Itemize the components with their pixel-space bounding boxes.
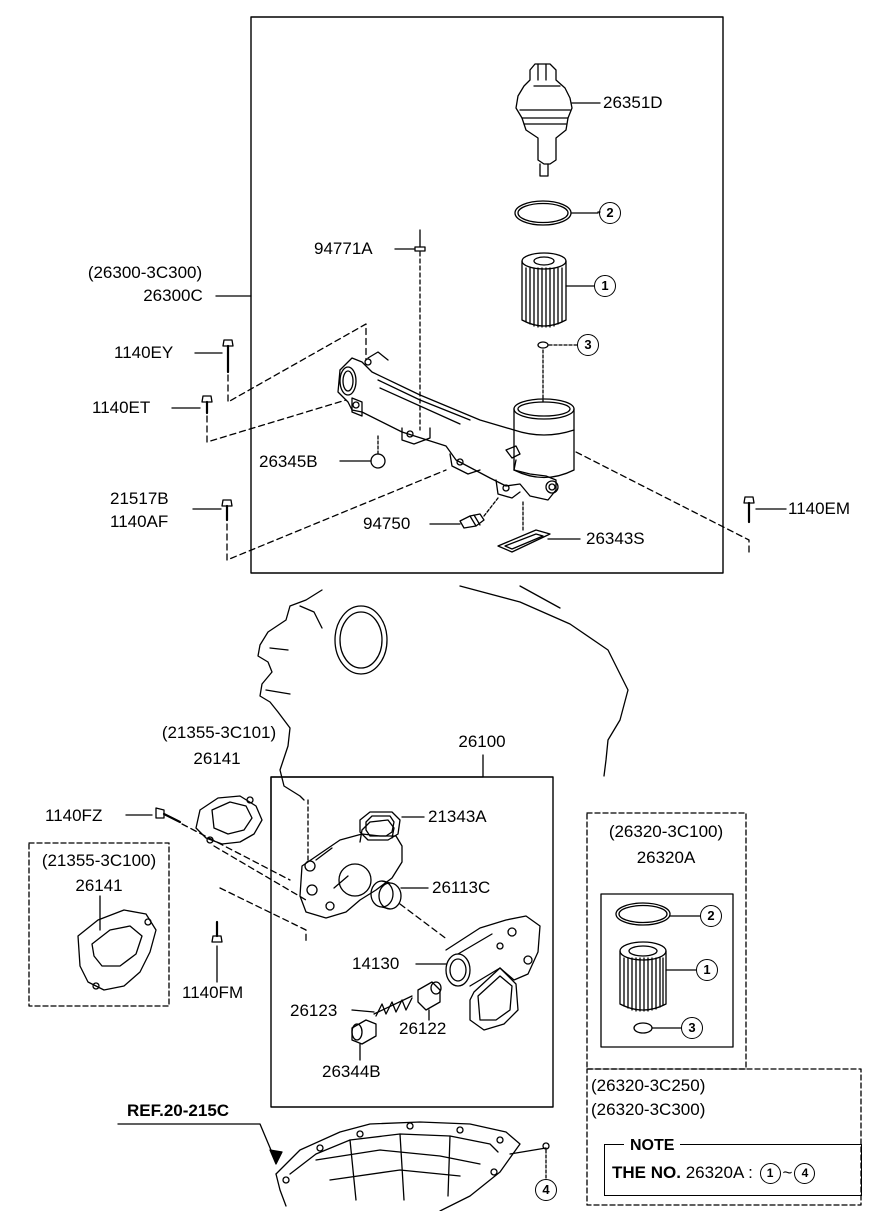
callout-3-upper: 3 — [577, 334, 599, 356]
gasket-26343S-part — [497, 529, 551, 553]
label-94771A: 94771A — [314, 239, 373, 258]
label-1140EY: 1140EY — [114, 343, 174, 362]
label-26351D: 26351D — [603, 93, 663, 112]
label-21517B: 21517B — [110, 489, 169, 508]
bolt-1140AF — [221, 499, 233, 522]
note-part: 26320A : — [685, 1163, 753, 1182]
note-prefix: THE NO. — [612, 1163, 681, 1182]
label-26345B: 26345B — [259, 452, 318, 471]
label-26320A: 26320A — [636, 848, 696, 867]
label-26141-a: 26141 — [193, 749, 241, 768]
filter-cap-part — [515, 63, 573, 177]
ring-26113C-part — [370, 880, 402, 910]
label-26320-3C250: (26320-3C250) — [591, 1076, 706, 1095]
callout-1-kit: 1 — [696, 959, 718, 981]
bolt-1140FM — [211, 920, 223, 943]
cover-variant-frame — [28, 842, 170, 1007]
timing-cover-part-a — [195, 795, 263, 845]
label-26100: 26100 — [458, 732, 506, 751]
note-callout-from: 1 — [759, 1163, 781, 1185]
label-26300-3C300: (26300-3C300) — [87, 263, 203, 282]
callout-4-pan: 4 — [535, 1179, 557, 1201]
bolt-1140EY — [222, 339, 234, 374]
callout-1-upper: 1 — [594, 275, 616, 297]
filter-kit-small-ring — [633, 1022, 653, 1034]
label-26320-3C100: (26320-3C100) — [608, 822, 724, 841]
seal-21343A-part — [359, 811, 401, 841]
spring-26123-part — [373, 995, 413, 1017]
oil-pan-part — [275, 1121, 521, 1211]
label-26122: 26122 — [399, 1019, 447, 1038]
note-box — [604, 1144, 862, 1196]
label-26113C: 26113C — [432, 878, 491, 897]
oil-strainer-14130-part — [445, 915, 541, 1031]
note-tilde: ~ — [782, 1163, 793, 1182]
label-94750: 94750 — [363, 514, 411, 533]
pin-94771A-part — [414, 229, 426, 252]
label-26123: 26123 — [290, 1001, 338, 1020]
callout-3-kit: 3 — [681, 1017, 703, 1039]
label-1140ET: 1140ET — [92, 398, 151, 417]
label-26320-3C300: (26320-3C300) — [591, 1100, 706, 1119]
o-ring-part — [514, 200, 572, 226]
label-26100-bracket — [270, 754, 484, 841]
label-21355-3C101: (21355-3C101) — [161, 723, 277, 742]
note-text: THE NO. 26320A : 1~4 — [612, 1163, 817, 1185]
bolt-1140EM — [743, 496, 755, 524]
label-26344B: 26344B — [322, 1062, 381, 1081]
label-1140AF: 1140AF — [110, 512, 169, 531]
label-ref-20-215C: REF.20-215C — [127, 1101, 230, 1120]
callout-2-kit: 2 — [700, 905, 722, 927]
oil-pump-housing-part — [299, 819, 403, 919]
label-26343S: 26343S — [586, 529, 645, 548]
filter-kit-dashed-frame — [586, 812, 747, 1070]
label-26300C: 26300C — [143, 286, 203, 305]
sleeve-26122-part — [417, 981, 442, 1011]
filter-kit-element — [619, 941, 667, 1012]
filter-element-part — [521, 252, 567, 328]
bolt-1140FZ — [155, 807, 182, 824]
oil-pump-frame — [270, 776, 554, 1108]
oil-pressure-sensor-part — [459, 513, 485, 529]
label-14130: 14130 — [352, 954, 400, 973]
label-21355-3C100: (21355-3C100) — [41, 851, 157, 870]
label-1140EM: 1140EM — [788, 499, 851, 518]
label-1140FZ: 1140FZ — [45, 806, 103, 825]
label-26141-b: 26141 — [75, 876, 123, 895]
oil-filter-housing-part — [337, 351, 575, 501]
note-title: NOTE — [624, 1137, 681, 1155]
label-21343A: 21343A — [428, 807, 487, 826]
note-callout-to: 4 — [794, 1163, 816, 1185]
plug-26344B-part — [351, 1019, 377, 1045]
upper-assembly-frame — [250, 16, 724, 574]
engine-block-outline — [257, 585, 629, 801]
bolt-1140ET — [201, 395, 213, 415]
filter-kit-inner-frame — [600, 893, 734, 1048]
label-1140FM: 1140FM — [182, 983, 244, 1002]
filter-kit-oring — [615, 902, 671, 926]
timing-cover-part-b — [77, 909, 157, 991]
callout-2-upper: 2 — [599, 202, 621, 224]
filter-note-dashed-frame — [586, 1068, 862, 1206]
